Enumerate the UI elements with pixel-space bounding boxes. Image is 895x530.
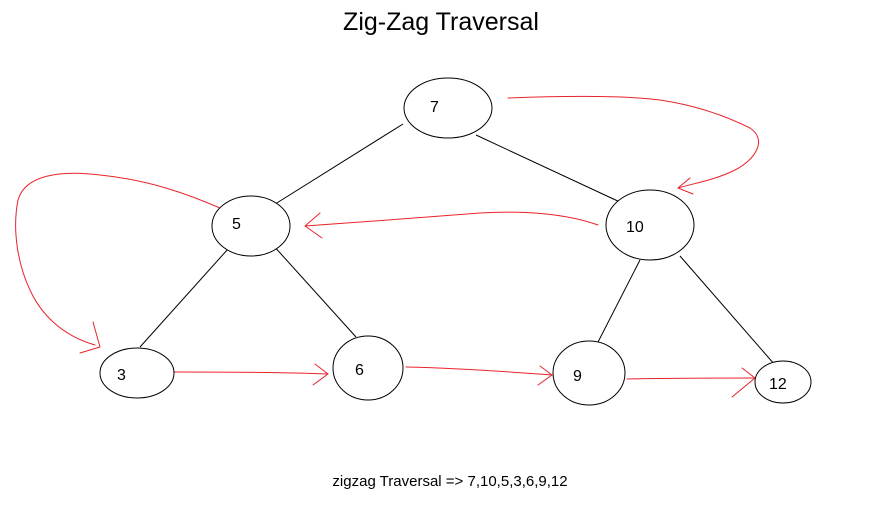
node-9: 9	[552, 340, 626, 406]
node-12: 12	[754, 360, 812, 404]
node-label: 6	[355, 362, 364, 379]
arrowhead-9-to-12	[731, 367, 756, 398]
edge-5-3	[139, 248, 229, 348]
arrowhead-6-to-9	[537, 365, 553, 386]
node-7: 7	[403, 77, 493, 139]
node-label: 10	[626, 219, 644, 236]
node-label: 7	[430, 99, 439, 116]
node-3: 3	[99, 347, 175, 399]
node-label: 12	[769, 376, 787, 393]
edge-5-6	[271, 243, 357, 338]
arrow-3-to-6	[173, 371, 329, 375]
node-10: 10	[605, 189, 695, 261]
traversal-caption: zigzag Traversal => 7,10,5,3,6,9,12	[332, 473, 567, 490]
arrow-5-to-3	[15, 172, 221, 346]
edge-10-12	[679, 255, 776, 366]
edge-7-10	[475, 134, 623, 204]
node-5: 5	[211, 195, 291, 257]
arrow-7-to-10	[507, 95, 760, 189]
edge-7-5	[271, 123, 404, 207]
arrowhead-7-to-10	[677, 177, 694, 195]
edge-10-9	[596, 259, 641, 345]
tree-nodes: 7 5 10 3 6 9 12	[99, 77, 812, 406]
arrow-6-to-9	[405, 366, 553, 376]
tree-edges	[139, 123, 776, 366]
arrowhead-3-to-6	[312, 363, 329, 386]
node-6: 6	[332, 335, 404, 401]
node-label: 9	[573, 368, 582, 385]
arrowhead-10-to-5	[304, 212, 323, 239]
arrow-10-to-5	[304, 211, 599, 227]
node-label: 5	[232, 216, 241, 233]
diagram-title: Zig-Zag Traversal	[343, 8, 539, 36]
arrow-9-to-12	[626, 377, 756, 380]
arrowhead-5-to-3	[79, 321, 101, 354]
node-label: 3	[117, 367, 126, 384]
